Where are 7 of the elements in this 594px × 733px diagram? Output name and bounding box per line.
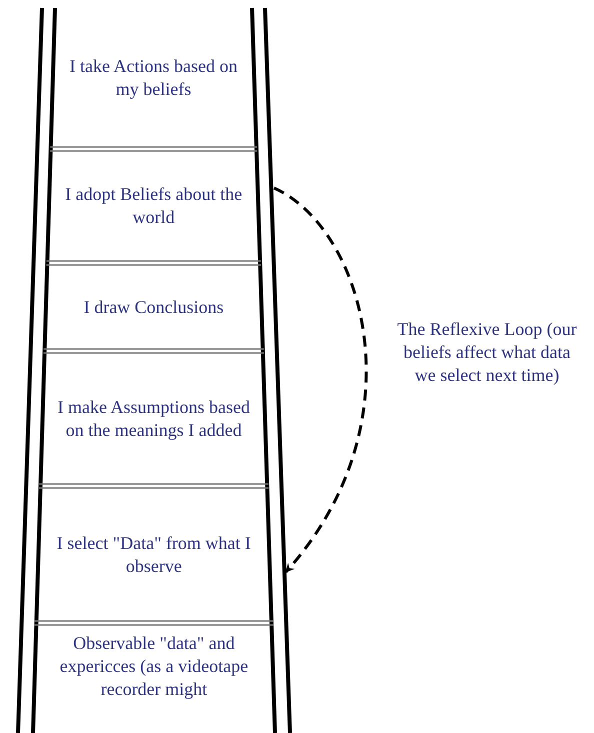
step-text: I take Actions based on my beliefs bbox=[68, 55, 239, 101]
step-text: Observable "data" and expericces (as a videotape recorder might bbox=[58, 632, 250, 701]
step-text: I adopt Beliefs about the world bbox=[64, 183, 244, 229]
step-text: I select "Data" from what I observe bbox=[56, 532, 252, 578]
step-text: I make Assumptions based on the meanings I added bbox=[56, 396, 252, 442]
dashed-arrow bbox=[273, 186, 368, 573]
step-text: I draw Conclusions bbox=[84, 296, 224, 318]
